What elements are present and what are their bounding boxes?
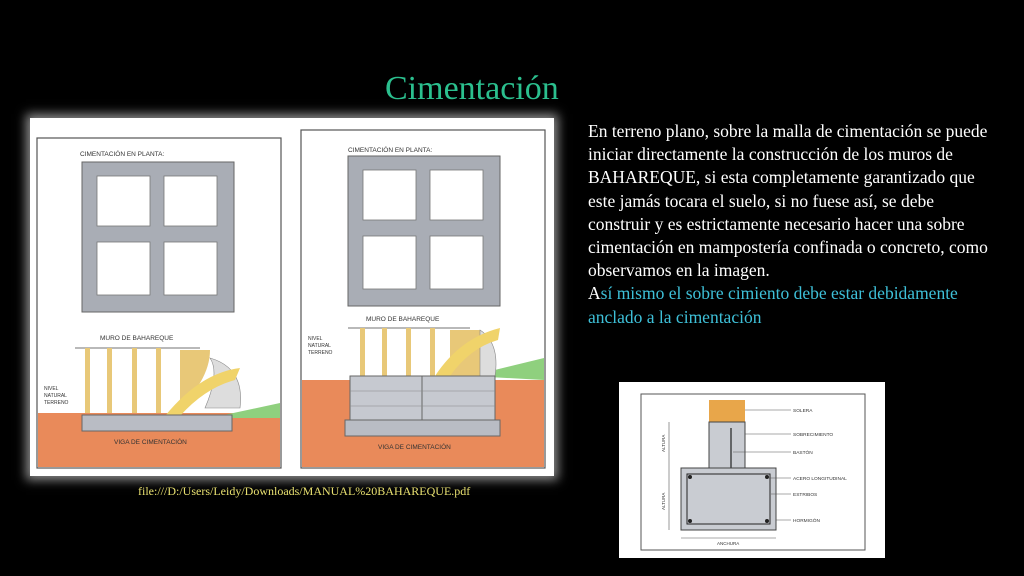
left-foundation-beam — [81, 414, 233, 432]
right-wall-curve — [435, 328, 500, 376]
right-stud — [382, 328, 387, 378]
left-stud — [132, 348, 137, 413]
left-beam-label: VIGA DE CIMENTACIÓN — [114, 437, 187, 446]
slide-title: Cimentación — [385, 70, 559, 107]
left-stud — [107, 348, 112, 413]
detail-solera — [709, 400, 745, 422]
detail-sobrecimiento — [708, 421, 746, 469]
left-plan-cell — [163, 241, 218, 296]
right-foundation-beam — [344, 419, 501, 437]
right-stud — [360, 328, 365, 378]
right-plan-cell — [362, 169, 417, 221]
left-plan-cell — [96, 241, 151, 296]
slide-body-text: En terreno plano, sobre la malla de cime… — [588, 120, 998, 329]
note-prefix: A — [588, 283, 601, 304]
foundation-detail-figure: ALTURA ALTURA ANCHURA SOLERA SOBRECIMIEN… — [619, 382, 885, 558]
right-diagram: CIMENTACIÓN EN PLANTA: MURO DE BAHAREQUE — [300, 129, 546, 469]
right-beam-label: VIGA DE CIMENTACIÓN — [378, 442, 451, 451]
right-plan-cell — [362, 235, 417, 290]
left-wall-curve — [165, 368, 240, 416]
right-stud — [406, 328, 411, 378]
foundation-diagrams-figure: CIMENTACIÓN EN PLANTA: MURO DE BAHAREQUE — [30, 118, 554, 476]
left-diagram: CIMENTACIÓN EN PLANTA: MURO DE BAHAREQUE — [36, 137, 282, 469]
detail-rebar — [688, 475, 692, 479]
right-ground-label-3: TERRENO — [308, 350, 333, 356]
detail-label-estribos: ESTRIBOS — [793, 492, 817, 498]
right-plan-cell — [429, 169, 484, 221]
detail-footing — [680, 467, 777, 531]
detail-height-label: ALTURA — [661, 435, 666, 452]
left-plan-cell — [96, 175, 151, 227]
detail-width-label: ANCHURA — [717, 541, 739, 546]
main-paragraph: En terreno plano, sobre la malla de cime… — [588, 121, 988, 281]
left-plan-label: CIMENTACIÓN EN PLANTA: — [80, 149, 164, 158]
right-plan-label: CIMENTACIÓN EN PLANTA: — [348, 145, 432, 154]
detail-rebar — [688, 519, 692, 523]
left-ground-label-3: TERRENO — [44, 400, 69, 406]
left-stud — [156, 348, 161, 413]
foundation-diagrams-svg: CIMENTACIÓN EN PLANTA: MURO DE BAHAREQUE — [36, 129, 546, 469]
left-plan-cell — [163, 175, 218, 227]
right-ground-label-1: NIVEL — [308, 336, 323, 342]
source-link[interactable]: file:///D:/Users/Leidy/Downloads/MANUAL%… — [138, 484, 471, 498]
right-ground-label-2: NATURAL — [308, 343, 331, 349]
detail-label-baston: BASTÓN — [793, 449, 813, 456]
foundation-detail-svg: ALTURA ALTURA ANCHURA SOLERA SOBRECIMIEN… — [640, 393, 866, 551]
note-paragraph: sí mismo el sobre cimiento debe estar de… — [588, 283, 958, 327]
right-stud — [430, 328, 435, 378]
right-plan-cell — [429, 235, 484, 290]
left-grass — [210, 403, 280, 418]
detail-label-acero: ACERO LONGITUDINAL — [793, 476, 847, 482]
left-stud — [85, 348, 90, 413]
detail-rebar — [765, 475, 769, 479]
detail-height-label: ALTURA — [661, 493, 666, 510]
detail-rebar — [765, 519, 769, 523]
left-ground-label-2: NATURAL — [44, 393, 67, 399]
left-ground-label-1: NIVEL — [44, 386, 59, 392]
right-wall-label: MURO DE BAHAREQUE — [366, 316, 440, 323]
detail-stirrup — [686, 473, 771, 525]
detail-label-sobrecimiento: SOBRECIMIENTO — [793, 432, 833, 438]
detail-label-hormigon: HORMIGÓN — [793, 517, 820, 524]
left-wall-label: MURO DE BAHAREQUE — [100, 335, 174, 342]
detail-label-solera: SOLERA — [793, 408, 813, 414]
